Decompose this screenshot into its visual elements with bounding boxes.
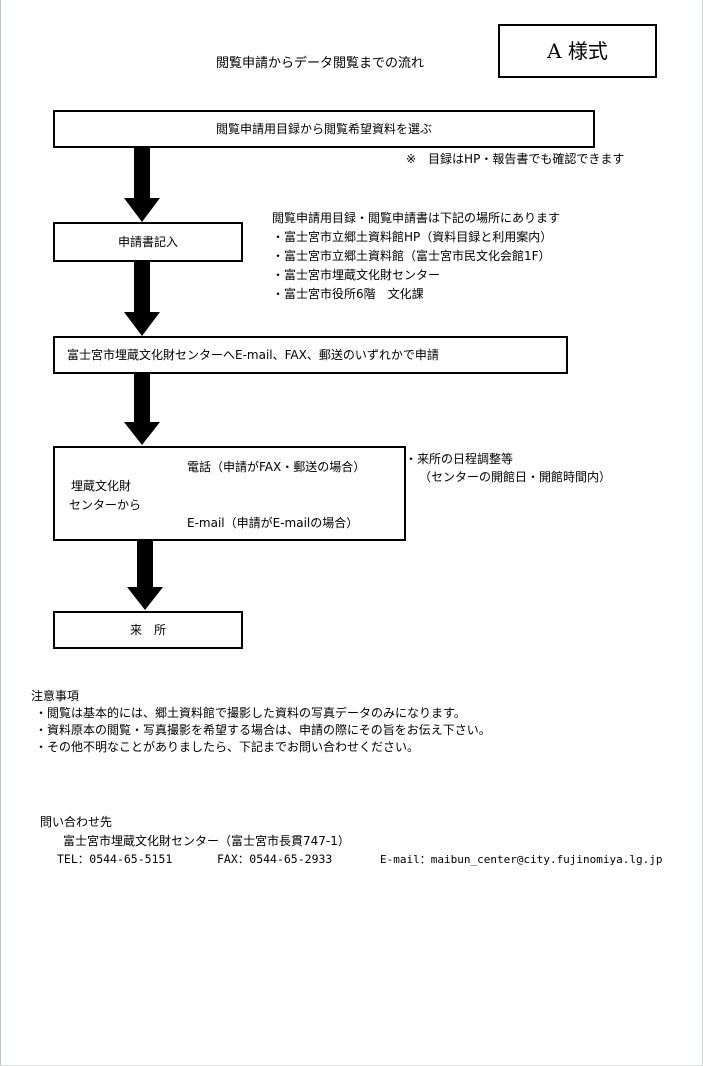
- contact-heading: 問い合わせ先: [40, 815, 113, 829]
- arrow-3-down-icon: [124, 374, 160, 445]
- step-1-box: 閲覧申請用目録から閲覧希望資料を選ぶ: [53, 110, 595, 148]
- step-2-info-line: 閲覧申請用目録・閲覧申請書は下記の場所にあります: [272, 211, 561, 225]
- contact-fax: FAX：0544-65-2933: [217, 852, 333, 866]
- step-5-box: 来 所: [53, 611, 243, 649]
- step-2-info-line: ・富士宮市立郷土資料館HP（資料目録と利用案内）: [272, 230, 553, 244]
- step-4-side-note-line: （センターの開館日・開館時間内）: [419, 470, 612, 484]
- step-4-email: E-mail（申請がE-mailの場合）: [187, 516, 359, 530]
- step-3-label: 富士宮市埋蔵文化財センターへE-mail、FAX、郵送のいずれかで申請: [67, 347, 439, 362]
- step-2-info-line: ・富士宮市役所6階 文化課: [272, 287, 424, 301]
- page-edge-left: [0, 0, 1, 1066]
- step-4-from-label-2: センターから: [69, 498, 142, 512]
- contact-email: E-mail：maibun_center@city.fujinomiya.lg.…: [380, 853, 663, 866]
- form-label: A 様式: [547, 39, 608, 63]
- step-4-side-note-line: ・来所の日程調整等: [405, 452, 514, 466]
- step-4-box: 電話（申請がFAX・郵送の場合） 埋蔵文化財 センターから E-mail（申請が…: [53, 446, 406, 541]
- arrow-1-down-icon: [124, 148, 160, 222]
- notes-item: ・その他不明なことがありましたら、下記までお問い合わせください。: [35, 740, 420, 754]
- notes-item: ・資料原本の閲覧・写真撮影を希望する場合は、申請の際にその旨をお伝え下さい。: [35, 723, 491, 737]
- page-title: 閲覧申請からデータ閲覧までの流れ: [216, 56, 425, 71]
- arrow-2-down-icon: [124, 262, 160, 336]
- step-2-info: 閲覧申請用目録・閲覧申請書は下記の場所にあります ・富士宮市立郷土資料館HP（資…: [272, 209, 560, 304]
- step-4-phone: 電話（申請がFAX・郵送の場合）: [187, 460, 366, 474]
- contact-org: 富士宮市埋蔵文化財センター（富士宮市長貫747-1）: [63, 834, 350, 848]
- arrow-4-down-icon: [127, 541, 163, 610]
- form-label-box: A 様式: [498, 24, 657, 78]
- step-1-note: ※ 目録はHP・報告書でも確認できます: [406, 152, 625, 166]
- step-3-box: 富士宮市埋蔵文化財センターへE-mail、FAX、郵送のいずれかで申請: [53, 336, 568, 374]
- step-2-info-line: ・富士宮市立郷土資料館（富士宮市民文化会館1F）: [272, 249, 551, 263]
- step-4-from-label-1: 埋蔵文化財: [71, 479, 132, 493]
- step-2-label: 申請書記入: [117, 234, 178, 249]
- step-2-info-line: ・富士宮市埋蔵文化財センター: [272, 268, 441, 282]
- notes-item: ・閲覧は基本的には、郷土資料館で撮影した資料の写真データのみになります。: [35, 706, 466, 720]
- notes-heading: 注意事項: [31, 689, 80, 703]
- step-4-side-note: ・来所の日程調整等 （センターの開館日・開館時間内）: [405, 450, 611, 486]
- contact-tel: TEL：0544-65-5151: [57, 852, 173, 866]
- step-1-label: 閲覧申請用目録から閲覧希望資料を選ぶ: [215, 121, 432, 136]
- notes-section: 注意事項 ・閲覧は基本的には、郷土資料館で撮影した資料の写真データのみになります…: [31, 688, 491, 756]
- step-5-label: 来 所: [129, 622, 166, 637]
- step-2-box: 申請書記入: [53, 222, 243, 262]
